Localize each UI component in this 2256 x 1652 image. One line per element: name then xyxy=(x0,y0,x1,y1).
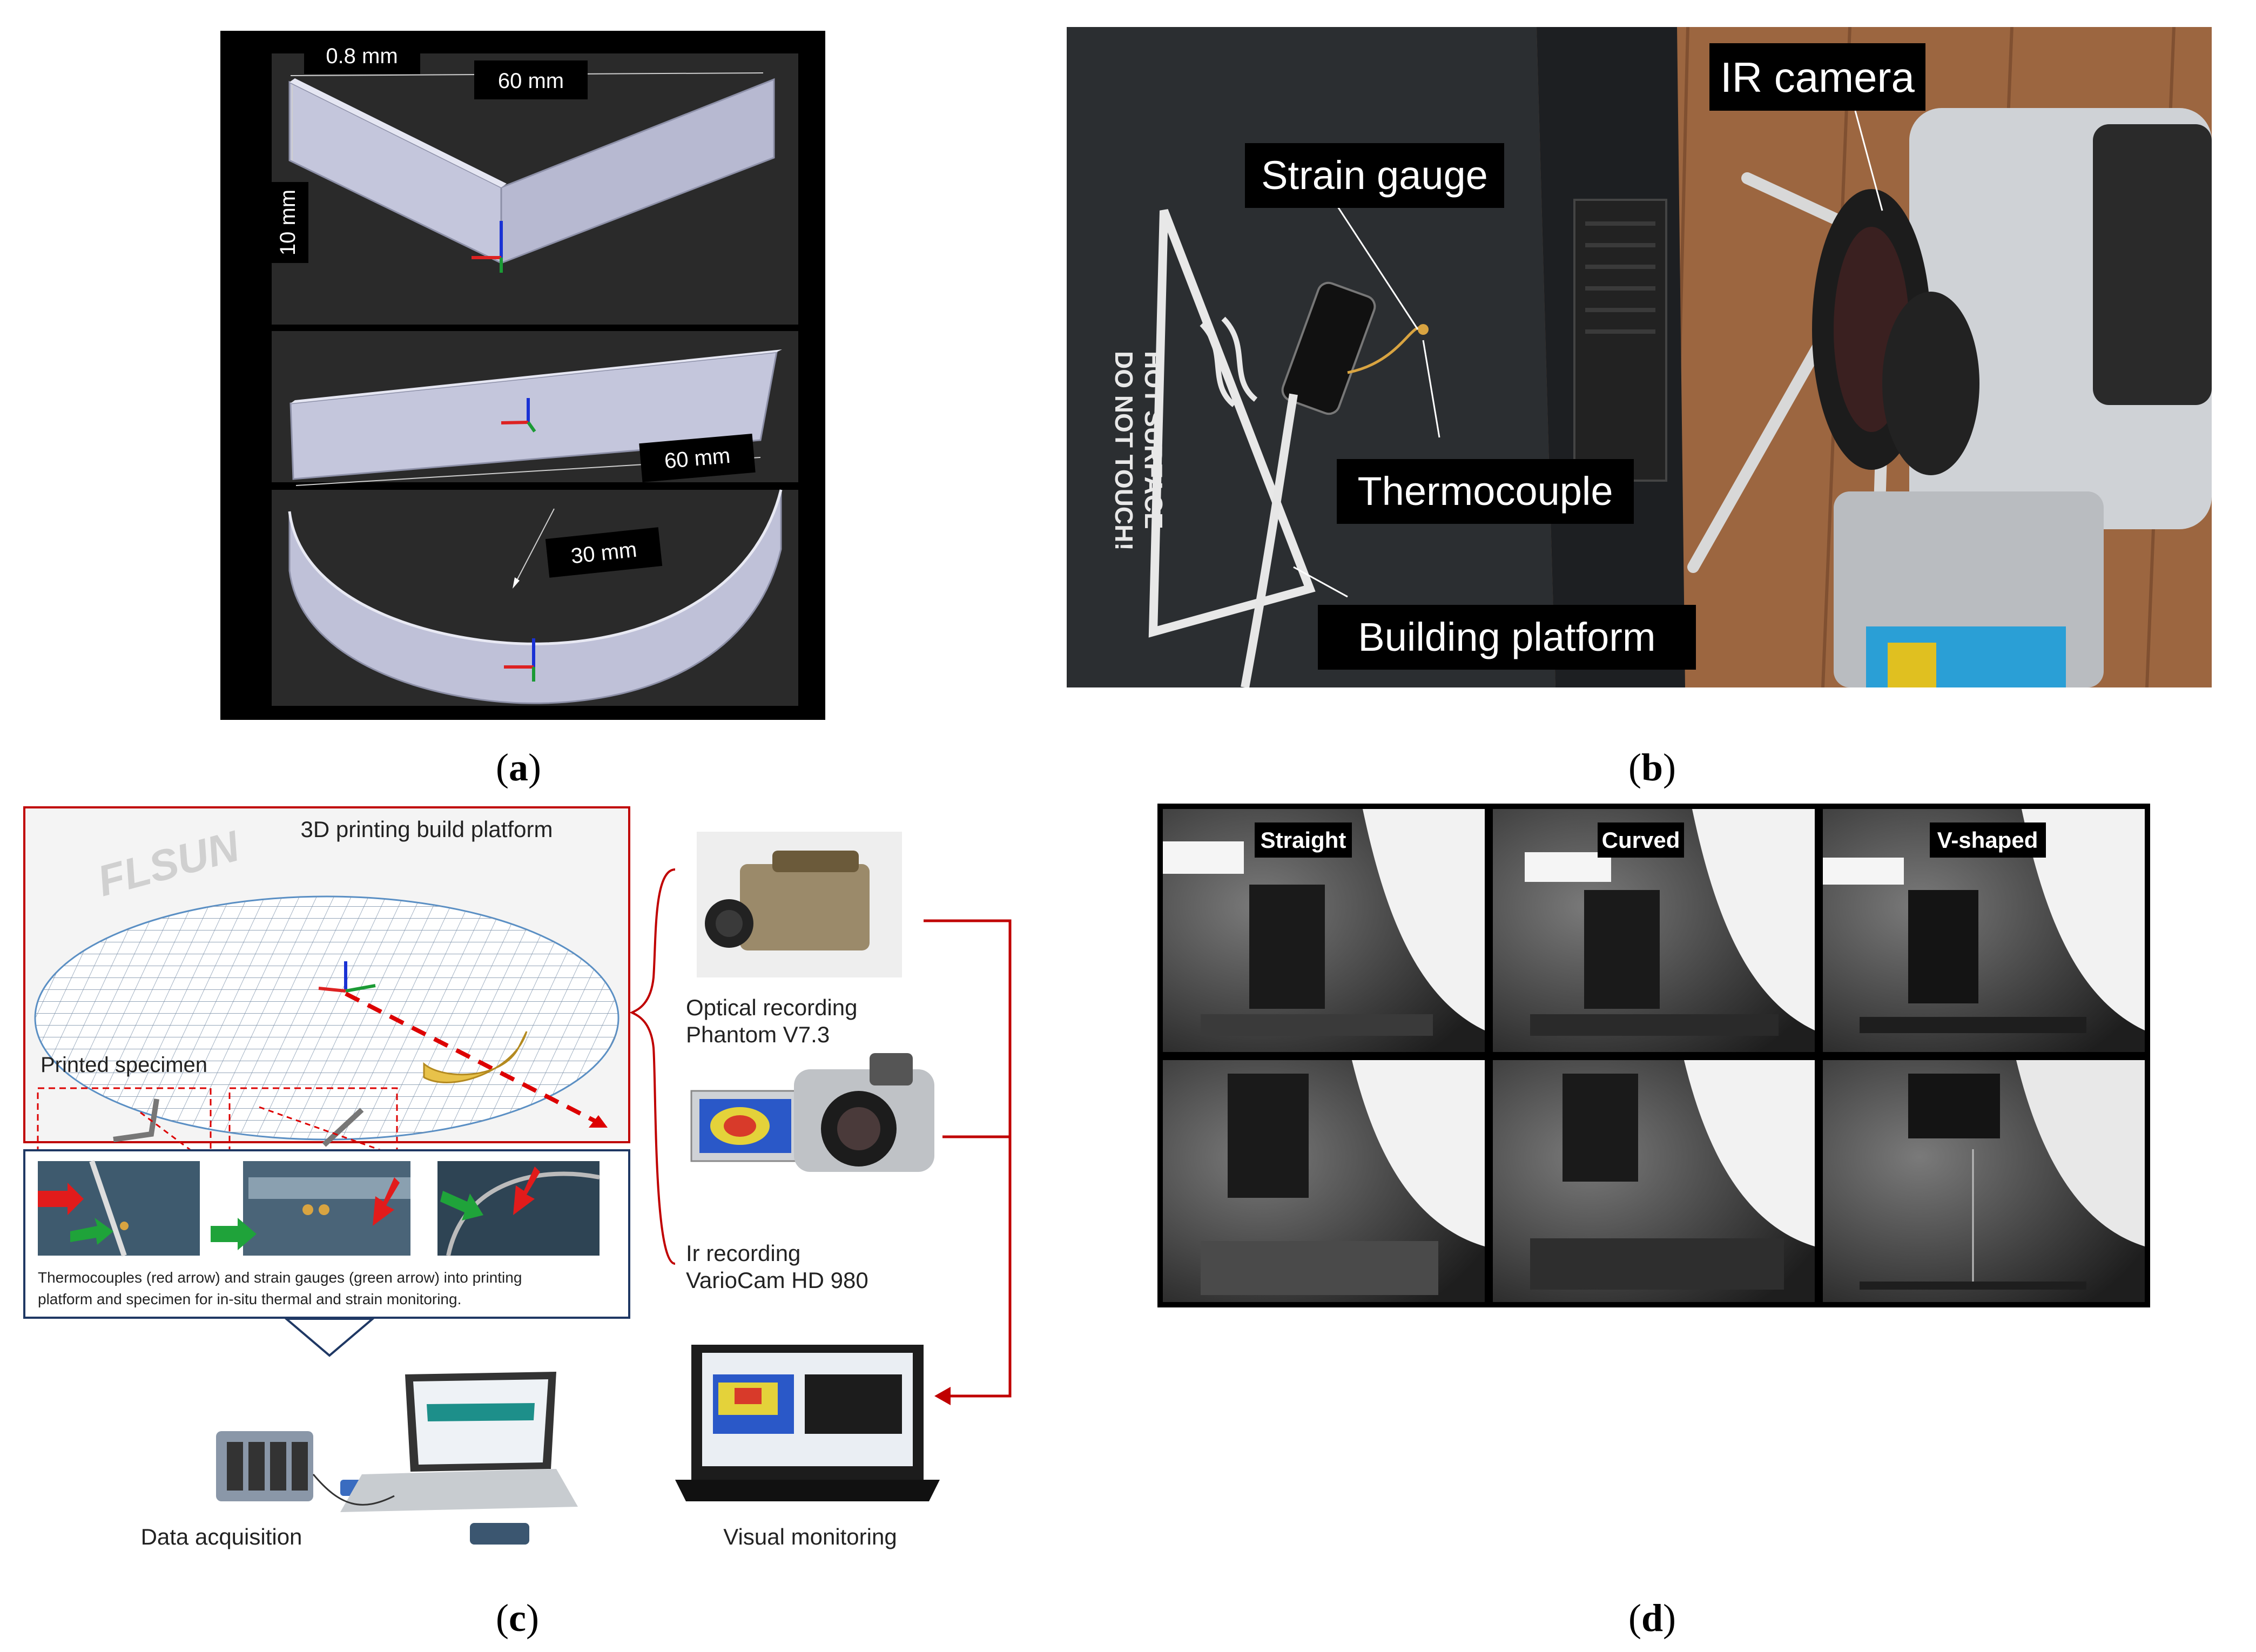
panel-a: 0.8 mm 60 mm 10 mm 60 mm xyxy=(220,31,825,720)
frame-curved-1 xyxy=(1493,809,1815,1052)
caption-c: (c) xyxy=(496,1596,539,1640)
printer-frame xyxy=(1573,199,1667,482)
label-building-platform: Building platform xyxy=(1358,615,1655,659)
column-label-v-shaped: V-shaped xyxy=(1937,827,2038,853)
label-variocam: VarioCam HD 980 xyxy=(686,1267,868,1293)
ir-camera xyxy=(1812,108,2212,687)
sign-text-line2: DO NOT TOUCH! xyxy=(1110,351,1138,551)
green-arrow xyxy=(211,1218,257,1250)
sensor-photo-1 xyxy=(38,1160,200,1257)
panel-b: HOT SURFACE DO NOT TOUCH! IR camera Stra… xyxy=(1067,26,2212,689)
build-bed-grid xyxy=(35,896,618,1139)
thermocouple-leader xyxy=(1422,340,1440,438)
label-thermocouple: Thermocouple xyxy=(1357,469,1613,514)
label-phantom: Phantom V7.3 xyxy=(686,1022,830,1047)
label-strain-gauge: Strain gauge xyxy=(1261,153,1488,198)
print-path xyxy=(345,992,601,1125)
column-label-curved: Curved xyxy=(1602,827,1680,853)
panel-b-photo: HOT SURFACE DO NOT TOUCH! IR camera Stra… xyxy=(1067,26,2212,689)
dim-length-mid: 60 mm xyxy=(663,444,731,473)
strain-gauge xyxy=(1281,281,1376,415)
connector-lines xyxy=(924,919,1012,1398)
column-label-straight: Straight xyxy=(1261,827,1346,853)
variocam-icon xyxy=(690,1053,934,1172)
frame-straight-2 xyxy=(1163,1060,1485,1302)
caption-a: (a) xyxy=(496,746,541,789)
axis-triad xyxy=(501,398,536,433)
axis-triad xyxy=(472,221,503,273)
caption-b: (b) xyxy=(1628,746,1676,789)
curved-specimen xyxy=(423,1031,528,1083)
dim-length-top: 60 mm xyxy=(498,69,564,93)
v-shape-specimen xyxy=(288,78,775,265)
label-ir-recording: Ir recording xyxy=(686,1240,800,1266)
label-data-acquisition: Data acquisition xyxy=(141,1524,302,1549)
curved-specimen xyxy=(288,489,783,704)
thermocouple-tip xyxy=(1418,324,1429,335)
frame-straight-1 xyxy=(1163,809,1485,1052)
label-build-platform: 3D printing build platform xyxy=(301,817,553,842)
panel-d: Straight Curved V-shaped xyxy=(1157,804,2150,1307)
label-visual-monitoring: Visual monitoring xyxy=(723,1524,897,1549)
brace xyxy=(629,868,676,1265)
label-ir-camera: IR camera xyxy=(1720,53,1915,101)
monitoring-laptop-icon xyxy=(675,1345,940,1501)
sensor-caption-line1: Thermocouples (red arrow) and strain gau… xyxy=(38,1269,522,1286)
frame-v-shaped-2 xyxy=(1823,1060,2145,1302)
connector-arrowhead xyxy=(934,1387,951,1405)
axis-triad xyxy=(318,961,376,993)
daq-device-icon xyxy=(216,1431,410,1501)
straight-specimen-icon xyxy=(322,1108,364,1147)
dimension-line-radius xyxy=(514,508,555,585)
panel-d-frames: Straight Curved V-shaped xyxy=(1157,804,2150,1307)
red-arrow xyxy=(513,1166,540,1215)
frame-curved-2 xyxy=(1493,1060,1815,1302)
axis-triad xyxy=(504,638,535,682)
dim-height: 10 mm xyxy=(276,190,300,255)
v-specimen-icon xyxy=(113,1098,159,1142)
label-printed-specimen: Printed specimen xyxy=(41,1053,207,1077)
daq-cable xyxy=(312,1474,395,1506)
green-arrow xyxy=(440,1191,483,1221)
daq-laptop-icon xyxy=(340,1372,578,1545)
green-arrow xyxy=(70,1218,113,1245)
phantom-camera-icon xyxy=(697,832,902,977)
down-arrow-icon xyxy=(283,1318,376,1357)
panel-a-render: 0.8 mm 60 mm 10 mm 60 mm xyxy=(220,31,825,720)
frame-v-shaped-1 xyxy=(1823,809,2145,1052)
ir-camera-leader xyxy=(1854,110,1883,211)
red-arrow xyxy=(373,1177,400,1226)
dim-thickness: 0.8 mm xyxy=(326,44,398,68)
panel-c-schematic: 3D printing build platform FLSUN Printed… xyxy=(23,806,1012,1549)
sensor-caption-line2: platform and specimen for in-situ therma… xyxy=(38,1291,461,1307)
panel-c: 3D printing build platform FLSUN Printed… xyxy=(16,799,1075,1566)
strain-gauge-leader xyxy=(1336,205,1419,330)
caption-d: (d) xyxy=(1628,1596,1676,1640)
building-platform-leader xyxy=(1293,566,1348,598)
hot-surface-sign: HOT SURFACE DO NOT TOUCH! xyxy=(1110,209,1316,638)
red-arrow xyxy=(38,1183,84,1215)
sensor-cable xyxy=(1241,393,1298,689)
label-optical-recording: Optical recording xyxy=(686,995,857,1020)
sign-text-line1: HOT SURFACE xyxy=(1140,351,1168,529)
